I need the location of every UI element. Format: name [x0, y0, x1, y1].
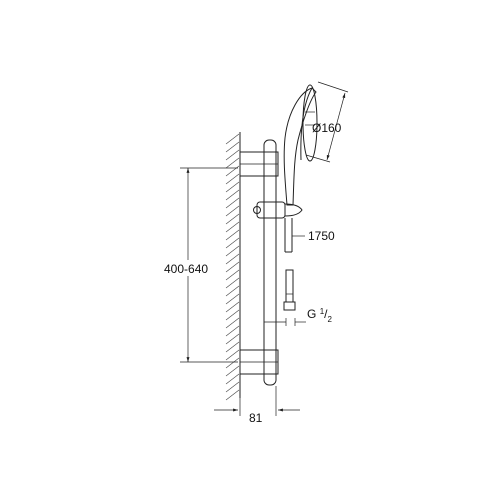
thread-label: G 1/2	[307, 307, 332, 324]
hatch-line	[225, 157, 240, 169]
diameter-dimension: Ø160	[305, 81, 349, 163]
shower-hose	[284, 218, 293, 253]
wall	[225, 132, 241, 401]
top-wall-bracket	[239, 151, 279, 177]
depth-dimension: 81	[214, 386, 300, 425]
hatch-line	[225, 141, 240, 153]
wall-hatching	[225, 133, 240, 401]
hatch-line	[225, 229, 240, 241]
rail-range-dimension: 400-640	[160, 167, 238, 363]
hatch-line	[225, 341, 240, 353]
hatch-line	[225, 301, 240, 313]
hatch-line	[225, 293, 240, 305]
shower-rail	[263, 139, 277, 386]
hatch-line	[225, 365, 240, 377]
hatch-line	[225, 133, 240, 145]
hatch-line	[225, 357, 240, 369]
hand-shower	[283, 84, 318, 206]
hose-length-label: 1750	[308, 229, 335, 243]
hatch-line	[225, 173, 240, 185]
hose-length-dimension: 1750	[292, 229, 335, 243]
hatch-line	[225, 165, 240, 177]
sliding-holder	[253, 201, 303, 219]
hatch-line	[225, 245, 240, 257]
hatch-line	[225, 325, 240, 337]
hatch-line	[225, 253, 240, 265]
hatch-line	[225, 333, 240, 345]
hatch-line	[225, 189, 240, 201]
hatch-line	[225, 349, 240, 361]
hatch-line	[225, 381, 240, 393]
thread-dimension: G 1/2	[264, 307, 332, 326]
hatch-line	[225, 237, 240, 249]
wall-outlet	[283, 269, 296, 311]
hatch-line	[225, 277, 240, 289]
hatch-line	[225, 261, 240, 273]
depth-label: 81	[249, 411, 263, 425]
hatch-line	[225, 317, 240, 329]
rail-range-label: 400-640	[164, 262, 208, 276]
hatch-line	[225, 181, 240, 193]
hatch-line	[225, 221, 240, 233]
hatch-line	[225, 197, 240, 209]
hatch-line	[225, 285, 240, 297]
hatch-line	[225, 213, 240, 225]
hatch-line	[225, 309, 240, 321]
hatch-line	[225, 149, 240, 161]
bottom-wall-bracket	[239, 349, 279, 375]
hatch-line	[225, 205, 240, 217]
hatch-line	[225, 269, 240, 281]
hatch-line	[225, 373, 240, 385]
hatch-line	[225, 389, 240, 401]
diameter-label: Ø160	[312, 121, 342, 135]
